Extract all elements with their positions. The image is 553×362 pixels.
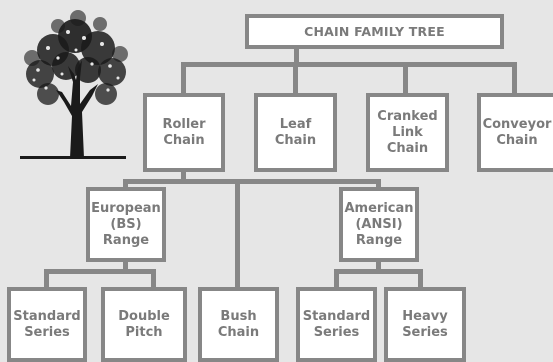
tree-icon [20,10,128,159]
node-label: Cranked Link Chain [377,108,438,156]
connector-line [123,258,128,274]
connector-line [235,182,240,290]
node-roller-chain: Roller Chain [143,93,225,172]
node-bush-chain: Bush Chain [198,287,279,362]
diagram-title-box: CHAIN FAMILY TREE [245,14,504,49]
node-label: Standard Series [302,308,371,340]
node-label: Roller Chain [162,116,206,148]
node-double-pitch: Double Pitch [101,287,187,362]
node-label: Standard Series [13,308,81,340]
node-label: European (BS) Range [91,200,161,248]
connector-line [334,269,423,274]
connector-line [44,269,49,291]
node-cranked-link-chain: Cranked Link Chain [366,93,449,172]
node-label: Conveyor Chain [482,116,552,148]
connector-line [403,62,408,96]
node-us-standard-series: Standard Series [296,287,377,362]
connector-line [123,179,128,191]
connector-line [293,62,298,96]
connector-line [334,269,339,291]
node-conveyor-chain: Conveyor Chain [477,93,553,172]
connector-line [376,179,381,191]
node-european-range: European (BS) Range [86,187,166,262]
connector-line [151,269,156,291]
node-label: American (ANSI) Range [344,200,414,248]
node-eu-standard-series: Standard Series [7,287,87,362]
connector-line [512,62,517,96]
connector-line [181,168,186,184]
connector-line [181,62,517,67]
connector-line [294,45,299,67]
connector-line [181,62,186,96]
connector-line [376,258,381,274]
node-label: Bush Chain [217,308,260,340]
node-american-range: American (ANSI) Range [339,187,419,262]
node-heavy-series: Heavy Series [384,287,466,362]
node-leaf-chain: Leaf Chain [254,93,337,172]
node-label: Heavy Series [402,308,448,340]
connector-line [123,179,381,184]
node-label: Leaf Chain [274,116,317,148]
node-label: Double Pitch [118,308,170,340]
connector-line [418,269,423,291]
diagram-title: CHAIN FAMILY TREE [304,23,445,39]
connector-line [44,269,156,274]
